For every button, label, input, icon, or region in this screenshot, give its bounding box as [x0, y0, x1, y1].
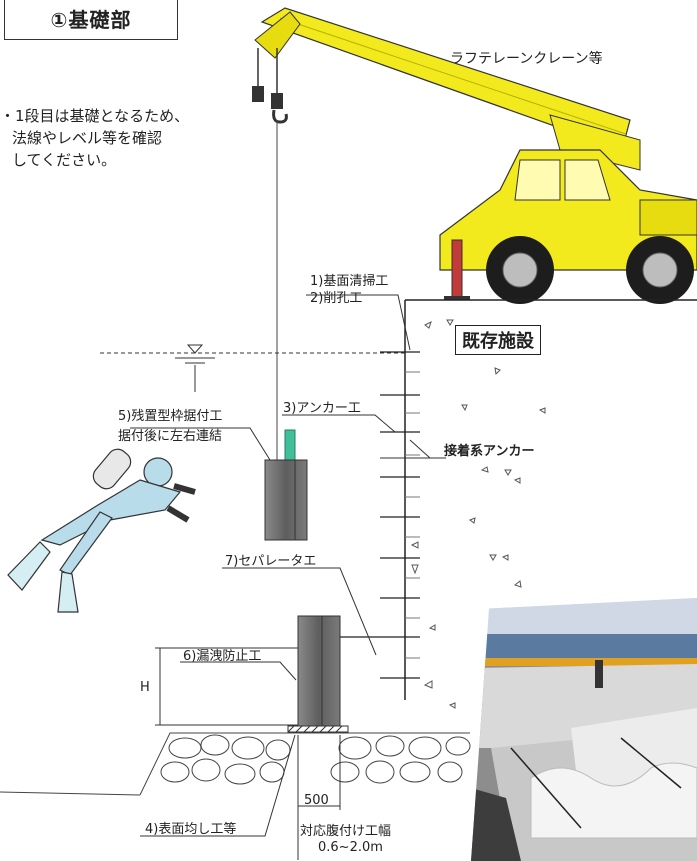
site-photo — [471, 598, 697, 861]
rubble-mound — [0, 732, 471, 796]
leader-lines — [130, 294, 446, 837]
crane-label: ラフテレーンクレーン等 — [450, 51, 603, 67]
label-step7: 7)セパレータエ — [225, 554, 317, 569]
caution-note: ・1段目は基礎となるため、 法線やレベル等を確認 してください。 — [0, 105, 189, 171]
note-line-2: 法線やレベル等を確認 — [12, 129, 163, 147]
height-dimension — [155, 647, 298, 726]
label-step3: 3)アンカー工 — [283, 401, 361, 416]
diver-illustration — [7, 448, 196, 613]
existing-facility-label: 既存施設 — [455, 325, 541, 355]
formwork-block-lower — [287, 615, 380, 733]
crane-illustration — [252, 7, 697, 470]
label-step2: 2)削孔工 — [310, 291, 363, 306]
existing-facility-wall — [380, 299, 697, 709]
note-line-1: ・1段目は基礎となるため、 — [0, 107, 190, 125]
water-level — [100, 344, 405, 392]
label-step1: 1)基面清掃工 — [310, 274, 389, 289]
section-title: ①基礎部 — [4, 0, 178, 40]
label-step4: 4)表面均し工等 — [145, 822, 237, 837]
width-dimension — [297, 735, 341, 860]
note-line-3: してください。 — [12, 151, 117, 169]
label-step5a: 5)残置型枠据付工 — [118, 409, 223, 424]
label-500: 500 — [304, 793, 329, 808]
label-width-value: 0.6~2.0m — [318, 840, 383, 855]
label-step6: 6)漏洩防止工 — [183, 649, 262, 664]
label-width: 対応腹付け工幅 — [300, 824, 392, 839]
formwork-block-upper — [264, 429, 308, 541]
label-h: H — [140, 680, 150, 695]
label-anchor: 接着系アンカー — [444, 444, 535, 459]
label-step5b: 据付後に左右連結 — [118, 429, 223, 444]
